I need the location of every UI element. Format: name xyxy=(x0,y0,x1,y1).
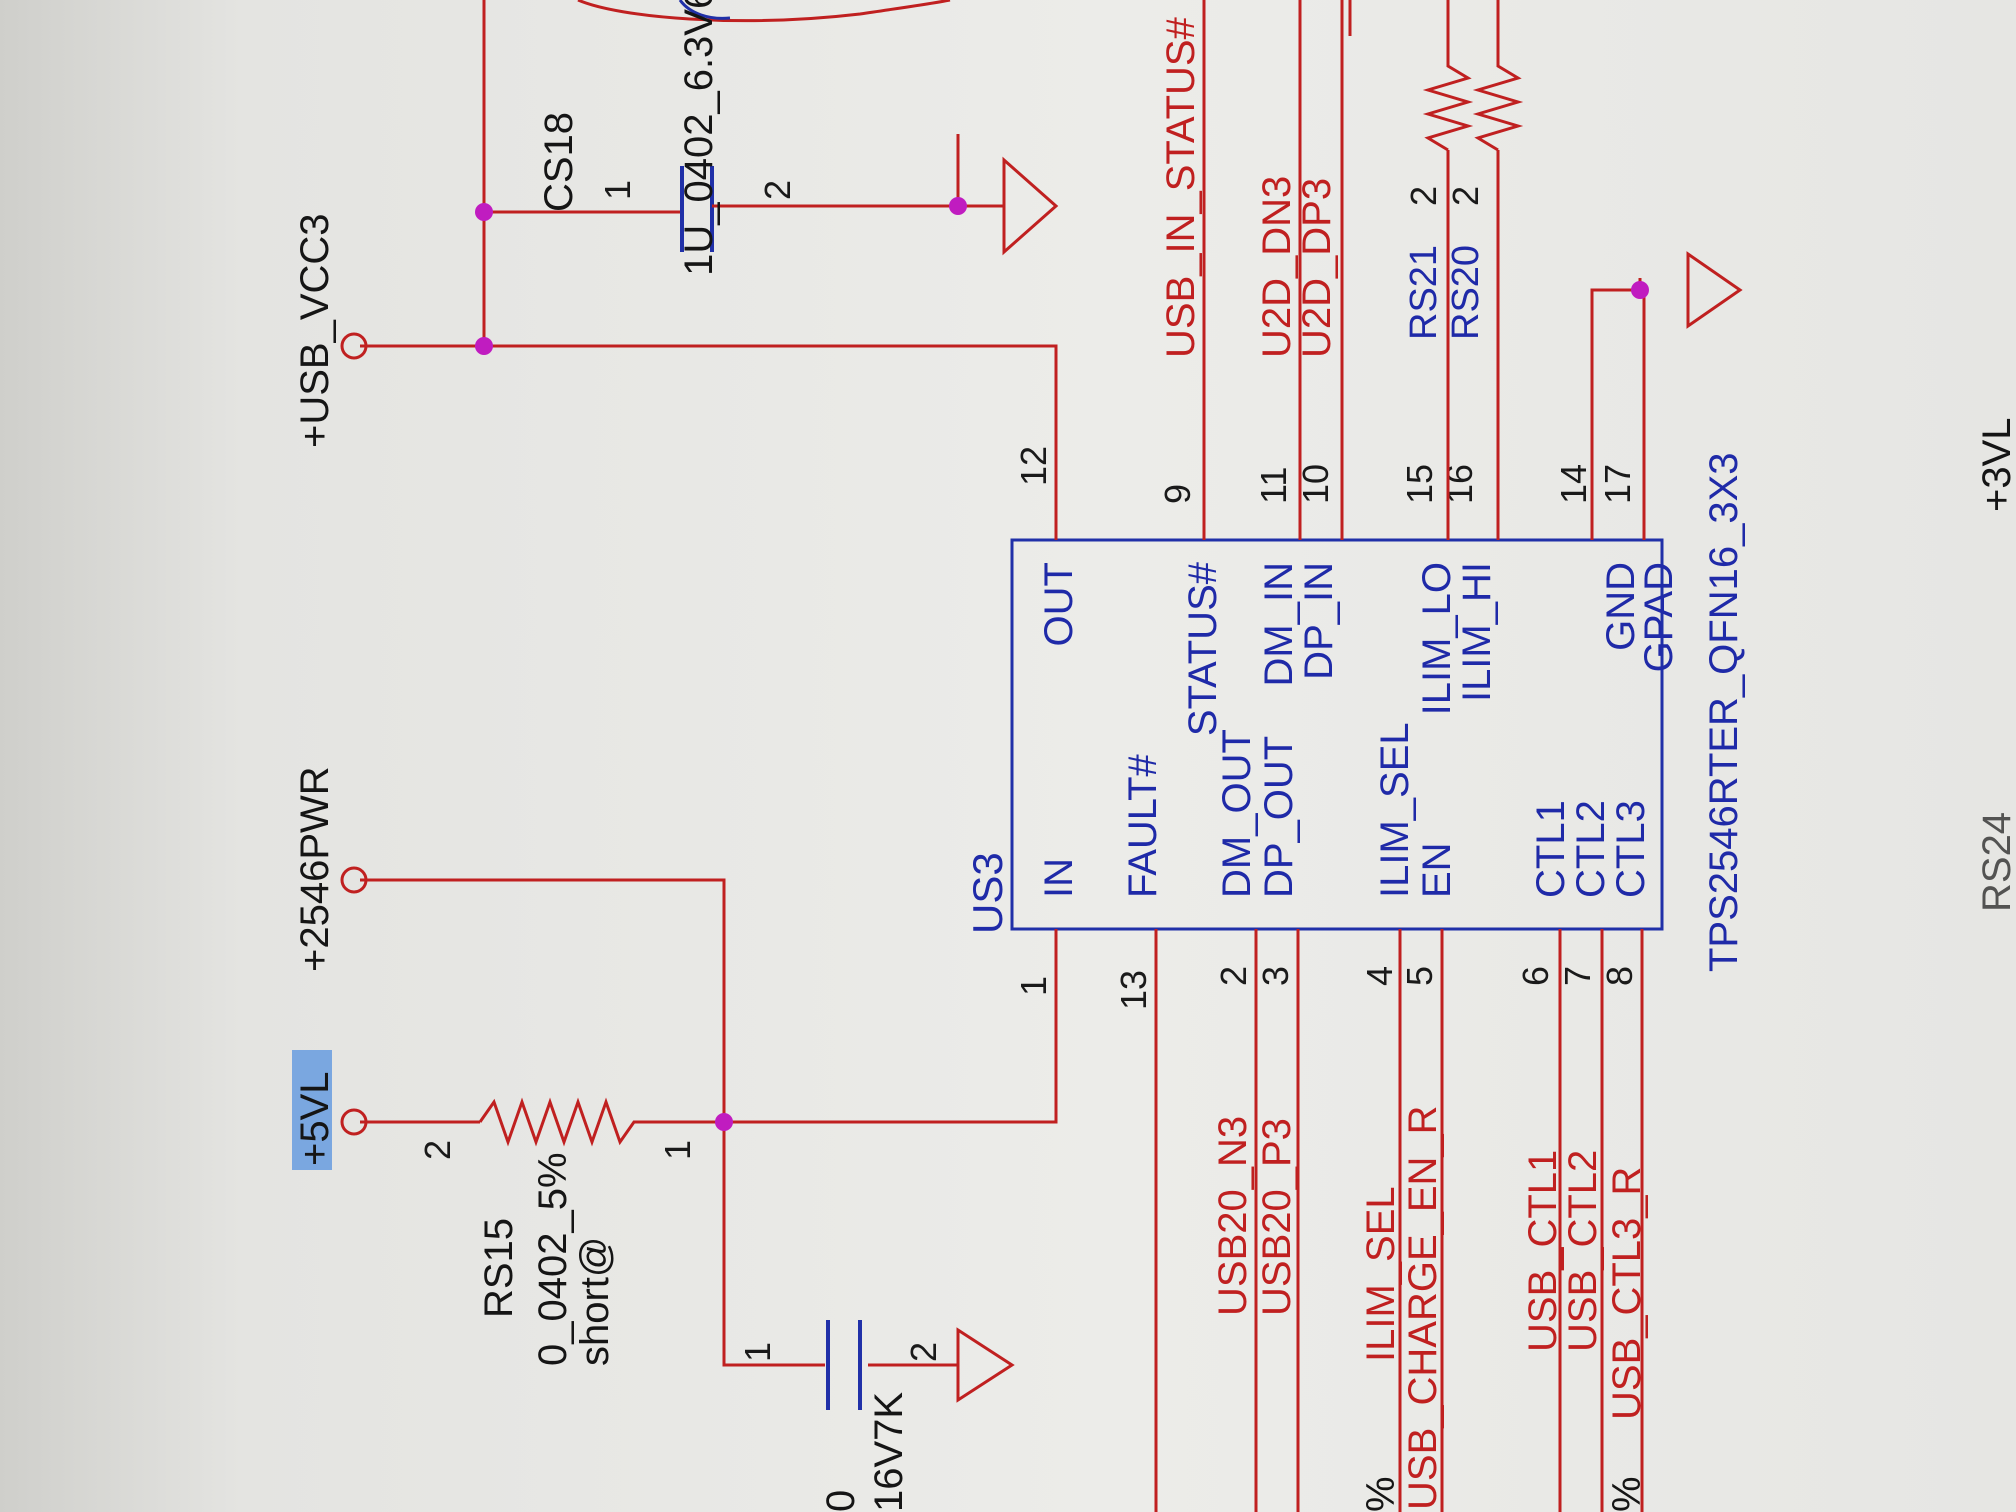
cs18-pin2: 2 xyxy=(757,180,798,200)
net-usb-ctl2: USB_CTL2 xyxy=(1561,1150,1605,1352)
pin-name-gnd: GND xyxy=(1599,562,1643,651)
wire-gnd-gpad xyxy=(1590,288,1646,540)
rs15-pin1: 1 xyxy=(657,1140,698,1160)
wire-top-blue-curve xyxy=(678,0,731,20)
junction-vcc3 xyxy=(475,337,493,355)
rs20-pin2: 2 xyxy=(1445,186,1486,206)
pin-name-in: IN xyxy=(1037,858,1081,898)
rs15-value: 0_0402_5% xyxy=(531,1152,575,1366)
pin-name-out: OUT xyxy=(1037,562,1081,646)
rs15-option: short@ xyxy=(573,1236,617,1366)
wire-top-curve xyxy=(577,0,951,23)
net-3vl-partial: +3VL xyxy=(1975,417,2016,512)
ic-part-number: TPS2546RTER_QFN16_3X3 xyxy=(1702,452,1746,972)
ic-refdes: US3 xyxy=(964,852,1011,934)
pin-name-fault: FAULT# xyxy=(1121,753,1165,898)
net-5vl: +5VL xyxy=(293,1071,337,1166)
resistor-rs20-body xyxy=(1472,0,1524,152)
pin-name-dp-in: DP_IN xyxy=(1297,562,1341,680)
power-port-5vl xyxy=(340,1108,368,1136)
resistor-rs15-body xyxy=(478,1097,724,1147)
ic-body xyxy=(1010,538,1664,931)
net-usb-in-status: USB_IN_STATUS# xyxy=(1159,16,1203,358)
pin-name-en: EN xyxy=(1415,842,1459,898)
net-usb-ctl3-r: USB_CTL3_R xyxy=(1605,1167,1649,1420)
rs15-ref: RS15 xyxy=(477,1218,521,1318)
net-usb-vcc3: +USB_VCC3 xyxy=(293,213,337,448)
power-port-usb-vcc3 xyxy=(340,332,368,360)
pin-name-ctl3: CTL3 xyxy=(1609,800,1653,898)
pin-num-6: 6 xyxy=(1515,966,1556,986)
pin-num-17: 17 xyxy=(1597,464,1638,504)
resistor-rs21-body xyxy=(1422,0,1474,152)
pin-name-ilim-sel: ILIM_SEL xyxy=(1373,722,1417,898)
partial-percent-2: % xyxy=(1605,1476,1649,1512)
highlight-5vl xyxy=(292,1050,332,1170)
wire-in-pin1 xyxy=(722,929,1058,1367)
cs18-value: 1U_0402_6.3V6K xyxy=(677,0,721,276)
pin-num-12: 12 xyxy=(1013,446,1054,486)
pin-name-dm-out: DM_OUT xyxy=(1215,729,1259,898)
partial-zero: 0 xyxy=(819,1490,863,1512)
junction-cs18-pin2 xyxy=(949,197,967,215)
junction-gnd xyxy=(1631,281,1649,299)
pin-num-16: 16 xyxy=(1439,464,1480,504)
pin-num-13: 13 xyxy=(1113,970,1154,1010)
pin-num-4: 4 xyxy=(1359,966,1400,986)
rs21-ref: RS21 xyxy=(1403,245,1445,340)
pin-num-11: 11 xyxy=(1253,467,1294,504)
pin-num-1: 1 xyxy=(1013,976,1054,996)
cs18-pin1: 1 xyxy=(597,180,638,200)
junction-in xyxy=(715,1113,733,1131)
net-ilim-sel: ILIM_SEL xyxy=(1359,1186,1403,1362)
junction-cs18-pin1 xyxy=(475,203,493,221)
pin-name-status: STATUS# xyxy=(1181,561,1225,736)
pin-name-dp-out: DP_OUT xyxy=(1257,736,1301,898)
rs21-pin2: 2 xyxy=(1403,186,1444,206)
ground-symbol-cs18 xyxy=(1002,156,1059,256)
ground-symbol-left xyxy=(956,1327,1015,1403)
pin-num-2: 2 xyxy=(1213,966,1254,986)
net-u2d-dn3: U2D_DN3 xyxy=(1255,176,1299,358)
cs18-ref: CS18 xyxy=(537,112,581,212)
cap-left-pin2: 2 xyxy=(903,1342,944,1362)
wire-out-pin12 xyxy=(360,344,1058,540)
pin-name-ctl2: CTL2 xyxy=(1569,800,1613,898)
cap-left-pin1: 1 xyxy=(737,1342,778,1362)
cap-left-value: 16V7K xyxy=(867,1392,911,1512)
rs15-pin2: 2 xyxy=(417,1140,458,1160)
net-usb-ctl1: USB_CTL1 xyxy=(1521,1150,1565,1352)
net-usb20-n3: USB20_N3 xyxy=(1211,1116,1255,1316)
pin-name-dm-in: DM_IN xyxy=(1257,562,1301,686)
pin-num-10: 10 xyxy=(1295,464,1336,504)
pin-name-ctl1: CTL1 xyxy=(1529,800,1573,898)
net-u2d-dp3: U2D_DP3 xyxy=(1295,178,1339,358)
pin-name-gpad: GPAD xyxy=(1637,562,1681,672)
pin-num-7: 7 xyxy=(1557,966,1598,986)
wire-2546pwr xyxy=(360,878,726,1122)
rs20-ref: RS20 xyxy=(1445,245,1487,340)
pin-num-15: 15 xyxy=(1399,464,1440,504)
pin-num-3: 3 xyxy=(1255,966,1296,986)
ground-symbol-right xyxy=(1686,251,1743,329)
pin-name-ilim-hi: ILIM_HI xyxy=(1455,562,1499,702)
partial-percent-1: % xyxy=(1359,1476,1403,1512)
net-usb20-p3: USB20_P3 xyxy=(1255,1118,1299,1316)
partial-rs-cut: RS24 xyxy=(1975,812,2016,912)
power-port-2546pwr xyxy=(340,866,368,894)
pin-name-ilim-lo: ILIM_LO xyxy=(1415,562,1459,715)
net-usb-charge-en-r: USB_CHARGE_EN_R xyxy=(1401,1105,1445,1510)
net-2546pwr: +2546PWR xyxy=(293,766,337,972)
pin-num-14: 14 xyxy=(1553,464,1594,504)
pin-num-5: 5 xyxy=(1399,966,1440,986)
pin-num-8: 8 xyxy=(1599,966,1640,986)
pin-num-9: 9 xyxy=(1157,484,1198,504)
